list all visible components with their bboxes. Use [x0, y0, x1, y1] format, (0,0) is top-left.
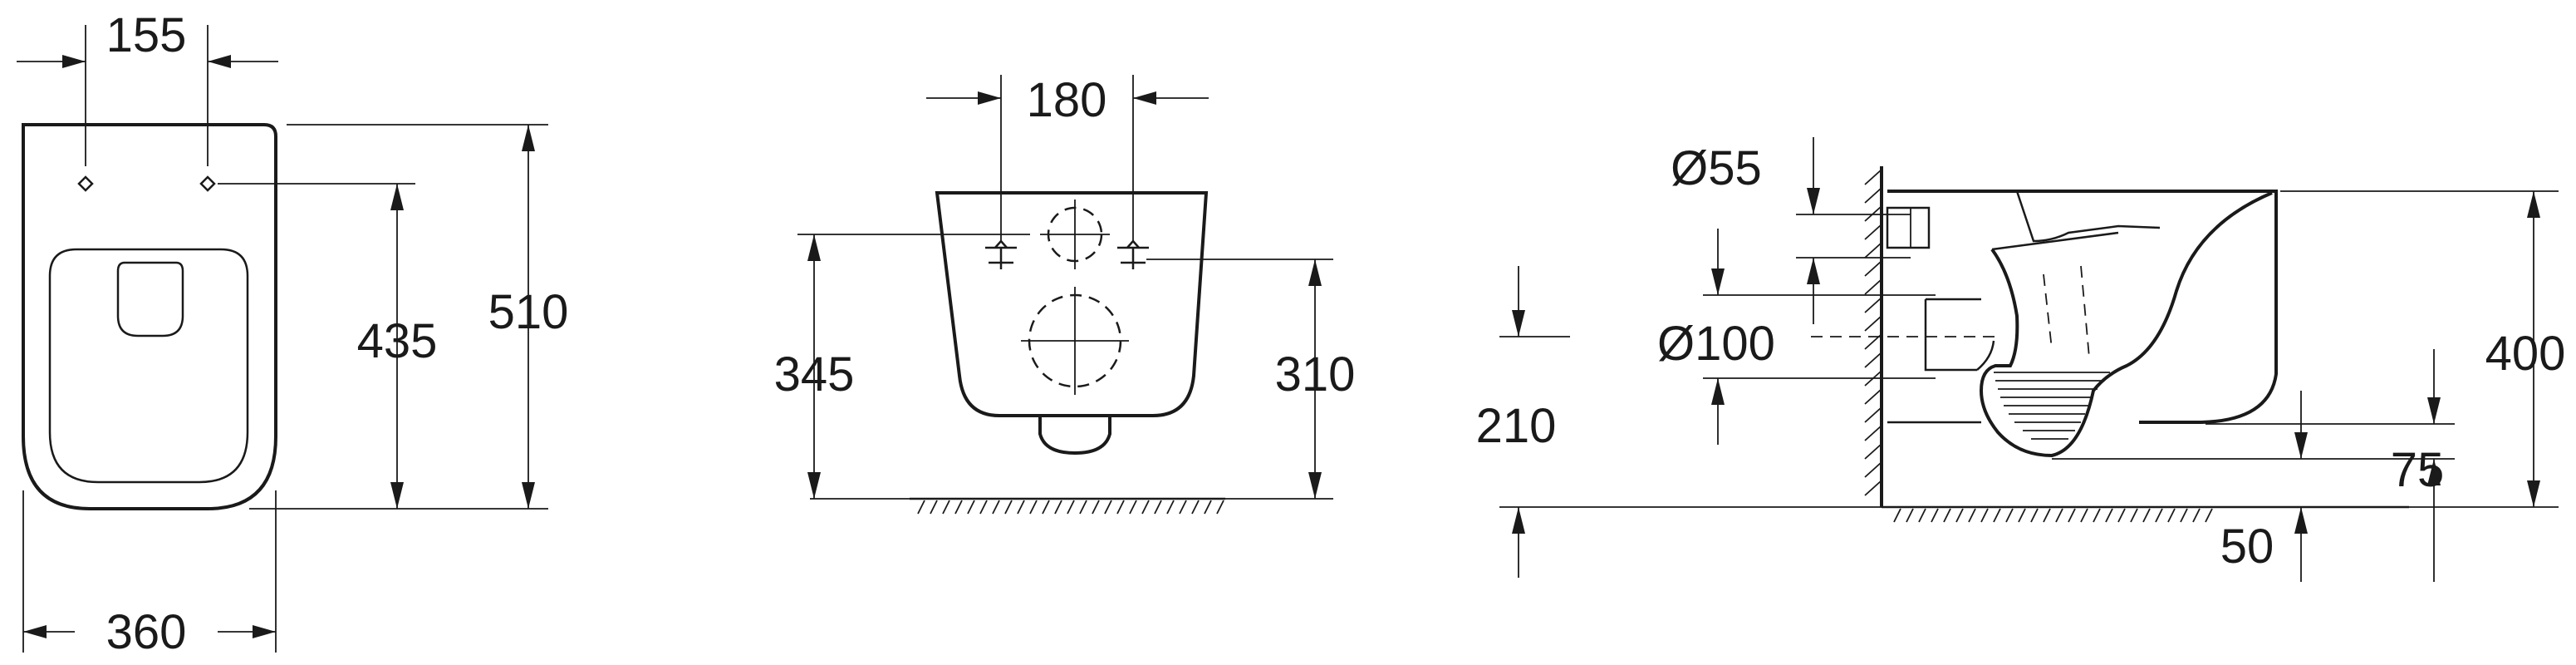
flush-opening [116, 261, 184, 337]
wall-hatch [1864, 169, 1882, 496]
floor-hatch-side [1893, 508, 2213, 523]
fixing-hole-right [199, 175, 216, 192]
dim-bolt-spacing: 180 [1027, 73, 1107, 127]
fixing-hole-left [77, 175, 94, 192]
bolt-right [1117, 239, 1149, 269]
bolt-left [985, 239, 1017, 269]
water-surface [1994, 372, 2110, 440]
dim-inlet-diameter: Ø55 [1671, 141, 1762, 195]
dim-outlet-axis-height: 210 [1476, 399, 1557, 453]
dim-mount-height: 435 [357, 314, 438, 368]
rear-view: 180 345 310 [774, 73, 1356, 515]
dim-length: 510 [488, 285, 569, 339]
dim-water-depth: 75 [2391, 443, 2445, 497]
dim-floor-gap: 50 [2220, 520, 2274, 574]
bowl-outline-top [22, 123, 277, 510]
dim-outlet-diameter: Ø100 [1657, 317, 1775, 371]
bowl-interior [1979, 191, 2273, 458]
dim-holes-spacing: 155 [106, 8, 187, 62]
inlet-connector [1886, 206, 1931, 249]
outlet-bulge [1038, 416, 1111, 456]
floor-hatch-rear [917, 500, 1224, 515]
dim-bolt-height: 345 [774, 347, 855, 401]
outlet-connector [1924, 298, 1995, 372]
dim-bowl-height: 400 [2485, 327, 2566, 381]
bowl-outline-rear [935, 191, 1209, 417]
inner-rim [48, 248, 249, 484]
side-view: Ø55 Ø100 210 400 75 [1476, 137, 2566, 582]
top-view: 155 435 510 360 [17, 8, 568, 659]
dim-width: 360 [106, 605, 187, 659]
bowl-outline-side [1887, 190, 2278, 424]
dim-outlet-height: 310 [1275, 347, 1356, 401]
